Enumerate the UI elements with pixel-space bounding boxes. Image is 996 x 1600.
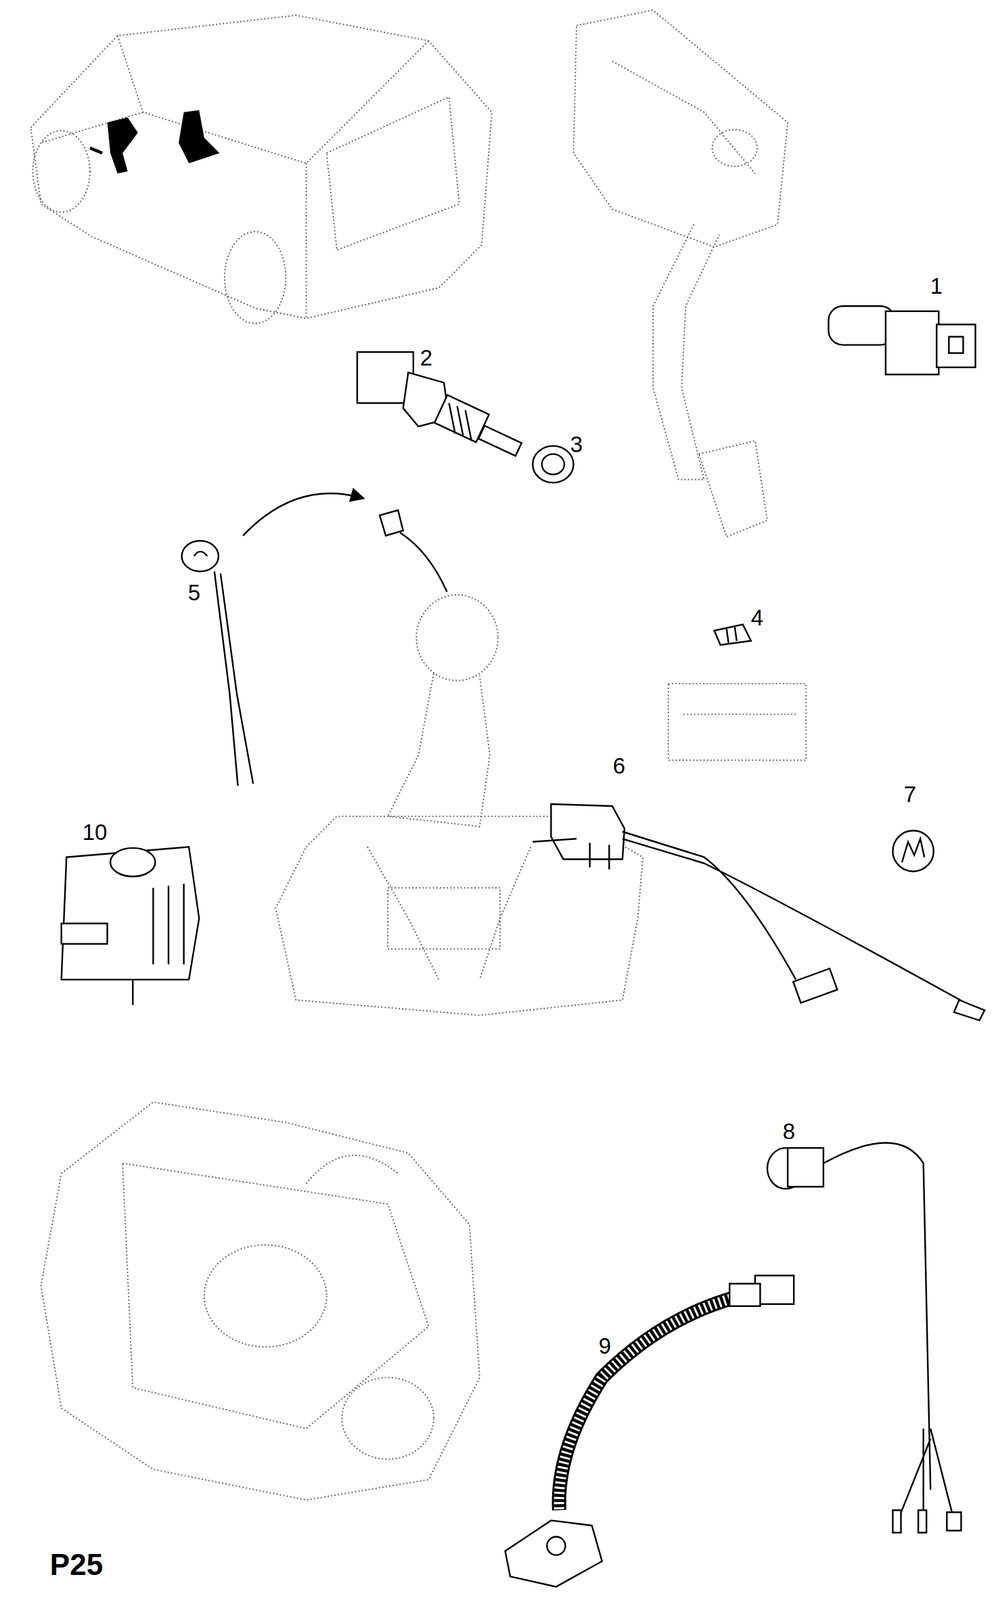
button-harness-part [767,1142,961,1533]
callout-number: 9 [598,1334,611,1357]
engine-outline [41,1101,480,1500]
washer-part [532,445,574,483]
callout-number: 6 [613,754,626,777]
callout-number: 8 [782,1119,796,1143]
bulb-part [668,624,807,761]
callout-number: 5 [188,581,201,604]
callout-number: 2 [420,346,433,369]
switch-part [828,305,976,375]
callout-number: 3 [570,433,583,456]
callout-number: 7 [903,782,917,806]
lamp-holder-part [182,510,448,786]
car-outline [30,15,492,324]
pedal-assembly [573,10,789,537]
callout-number: 4 [751,606,764,629]
switch-block-part [61,846,200,1005]
fit-arrow [242,493,362,536]
sensor-part [357,351,522,456]
clip-part [892,830,934,871]
callout-number: 1 [930,274,943,298]
switch-harness-part [532,803,985,1021]
callout-number: 10 [82,820,108,844]
page-code: P25 [50,1549,103,1580]
switch-sensor-part [505,1275,795,1587]
gear-shift-assembly [275,594,643,1015]
